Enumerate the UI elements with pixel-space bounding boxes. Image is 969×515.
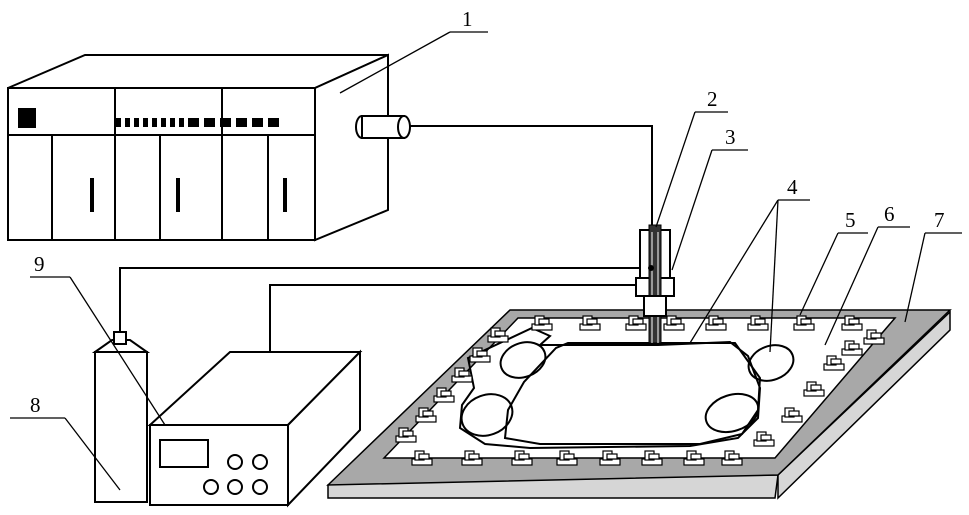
label-9: 9: [34, 252, 45, 276]
label-6: 6: [884, 202, 895, 226]
door-handle-icon: [283, 178, 287, 212]
power-supply: [150, 352, 360, 505]
label-4: 4: [787, 175, 798, 199]
label-3: 3: [725, 125, 736, 149]
signal-cable: [410, 126, 652, 232]
cable-connector: [398, 116, 410, 138]
controller-cabinet: [8, 55, 410, 240]
label-8: 8: [30, 393, 41, 417]
label-1: 1: [462, 7, 473, 31]
door-handle-icon: [90, 178, 94, 212]
label-5: 5: [845, 208, 856, 232]
door-handle-icon: [176, 178, 180, 212]
display-screen: [160, 440, 208, 467]
label-2: 2: [707, 87, 718, 111]
label-7: 7: [934, 208, 945, 232]
power-indicator-icon: [18, 108, 36, 128]
